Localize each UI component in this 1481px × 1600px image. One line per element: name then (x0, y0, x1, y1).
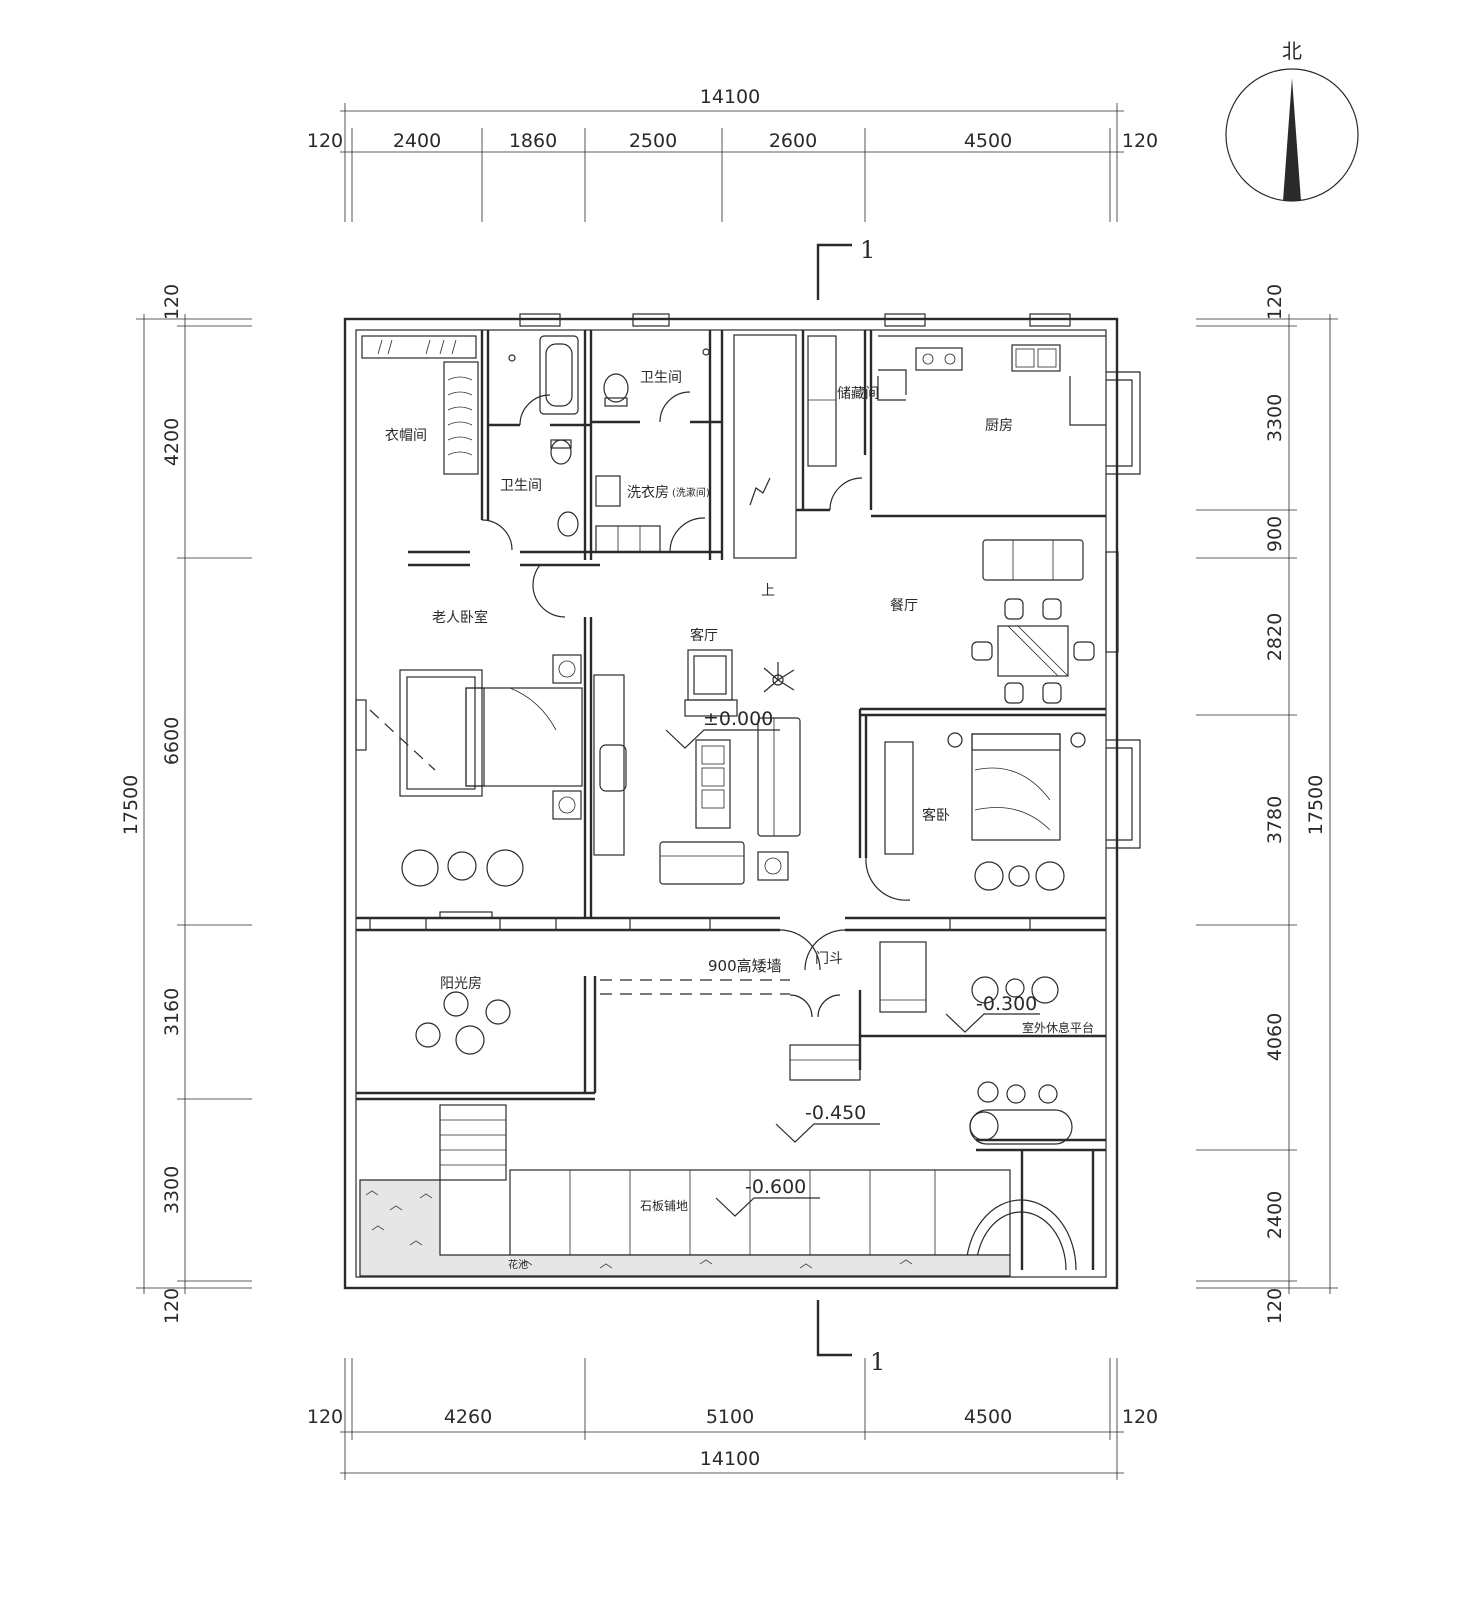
label-terrace: 室外休息平台 (1022, 1020, 1094, 1035)
section-mark-bottom: 1 (816, 1300, 885, 1376)
label-sunroom: 阳光房 (440, 976, 482, 992)
label-stone-paving: 石板铺地 (640, 1199, 688, 1213)
label-laundry: 洗衣房 (627, 485, 669, 501)
label-stair-up: 上 (761, 583, 775, 599)
dim-left-seg-2: 4200 (161, 418, 183, 466)
dim-bottom-seg-4: 4500 (964, 1406, 1012, 1428)
room-labels: 衣帽间 卫生间 卫生间 洗衣房 (洗漱间) 储藏间 厨房 上 餐厅 老人卧室 客… (385, 370, 1094, 1271)
north-arrow-icon (1283, 78, 1301, 201)
dim-bottom-total: 14100 (700, 1448, 760, 1470)
label-planter: 花池 (508, 1258, 528, 1271)
label-bath-lower: 卫生间 (500, 478, 542, 494)
dim-top-seg-7: 120 (1122, 130, 1158, 152)
outer-walls (343, 317, 1119, 1290)
dim-top-seg-5: 2600 (769, 130, 817, 152)
label-living: 客厅 (690, 627, 718, 644)
label-low-wall: 900高矮墙 (708, 957, 782, 975)
left-dimensions: 17500 120 4200 6600 3160 3300 120 (120, 284, 252, 1324)
interior-walls (356, 330, 1106, 1270)
level-paving: -0.600 (745, 1176, 806, 1198)
label-vestibule: 门斗 (815, 951, 843, 967)
dim-top-seg-6: 4500 (964, 130, 1012, 152)
label-closet: 衣帽间 (385, 428, 427, 444)
dim-left-seg-1: 120 (161, 284, 183, 320)
dim-top-seg-2: 2400 (393, 130, 441, 152)
dim-right-seg-6: 4060 (1264, 1013, 1286, 1061)
section-mark-top: 1 (816, 236, 875, 300)
dim-bottom-seg-2: 4260 (444, 1406, 492, 1428)
right-dimensions: 120 3300 900 2820 3780 4060 2400 120 175… (1196, 284, 1338, 1324)
dim-top-seg-3: 1860 (509, 130, 557, 152)
label-storage: 储藏间 (837, 386, 879, 402)
section-mark-bottom-label: 1 (870, 1348, 885, 1376)
bottom-dimensions: 120 4260 5100 4500 120 14100 (307, 1358, 1158, 1480)
dim-left-seg-6: 120 (161, 1288, 183, 1324)
dim-right-seg-2: 3300 (1264, 394, 1286, 442)
dim-left-seg-3: 6600 (161, 717, 183, 765)
label-bath-upper: 卫生间 (640, 370, 682, 386)
label-elder-bedroom: 老人卧室 (432, 609, 488, 626)
section-mark-top-label: 1 (860, 236, 875, 264)
dim-right-seg-5: 3780 (1264, 796, 1286, 844)
dim-top-seg-4: 2500 (629, 130, 677, 152)
level-yard: -0.450 (805, 1102, 866, 1124)
dim-left-seg-4: 3160 (161, 988, 183, 1036)
level-marks: ±0.000 -0.300 -0.450 -0.600 (665, 708, 1040, 1217)
label-laundry-note: (洗漱间) (672, 486, 710, 499)
dim-right-seg-8: 120 (1264, 1288, 1286, 1324)
dim-top-total: 14100 (700, 86, 760, 108)
dim-right-seg-1: 120 (1264, 284, 1286, 320)
top-dimensions: 14100 120 2400 1860 2500 2600 4500 120 (307, 86, 1158, 222)
label-kitchen: 厨房 (985, 418, 1013, 434)
label-guest-bedroom: 客卧 (922, 807, 950, 824)
furniture (359, 335, 1106, 1277)
dim-bottom-seg-3: 5100 (706, 1406, 754, 1428)
level-terrace: -0.300 (976, 993, 1037, 1015)
dim-right-seg-3: 900 (1264, 516, 1286, 552)
windows (355, 313, 1141, 931)
dim-left-total: 17500 (120, 775, 142, 835)
dim-right-seg-7: 2400 (1264, 1191, 1286, 1239)
dim-top-seg-1: 120 (307, 130, 343, 152)
north-label: 北 (1282, 39, 1302, 63)
dim-left-seg-5: 3300 (161, 1166, 183, 1214)
dim-right-seg-4: 2820 (1264, 613, 1286, 661)
doors (481, 391, 911, 1018)
level-living: ±0.000 (703, 708, 773, 730)
dim-bottom-seg-5: 120 (1122, 1406, 1158, 1428)
label-dining: 餐厅 (890, 598, 918, 614)
north-compass: 北 (1225, 39, 1359, 202)
dim-bottom-seg-1: 120 (307, 1406, 343, 1428)
dim-right-total: 17500 (1305, 775, 1327, 835)
